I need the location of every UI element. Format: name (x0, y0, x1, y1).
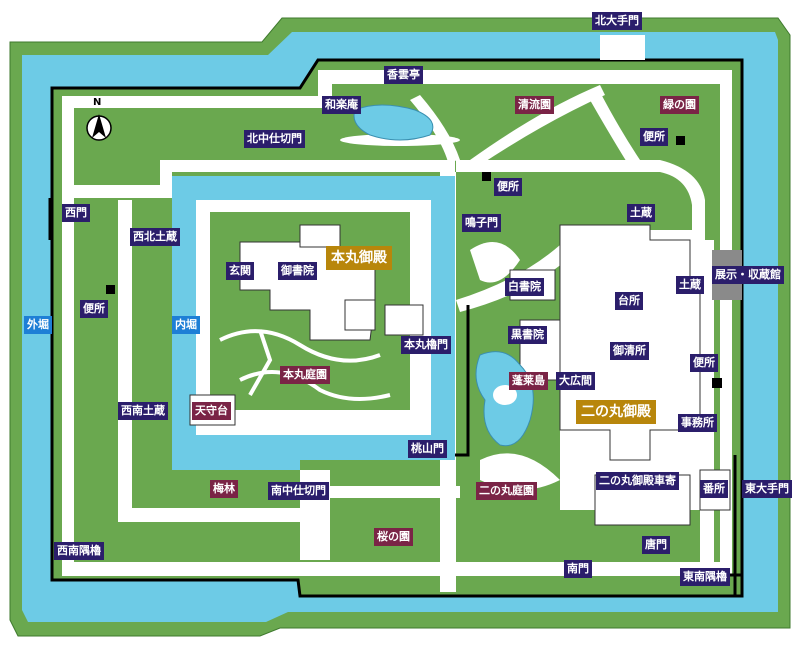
label-benjo-ne[interactable]: 便所 (640, 128, 668, 146)
label-hokusei-dozo[interactable]: 西北土蔵 (130, 228, 180, 246)
label-karamon[interactable]: 唐門 (642, 536, 670, 554)
label-higashi-otemon[interactable]: 東大手門 (742, 480, 792, 498)
label-benjo-n[interactable]: 便所 (494, 178, 522, 196)
label-baibayashi[interactable]: 梅林 (210, 480, 238, 498)
compass (86, 114, 112, 141)
north-indicator: N (93, 97, 102, 108)
walls (48, 198, 744, 596)
label-goshoin[interactable]: 御書院 (278, 262, 317, 280)
label-daidokoro[interactable]: 台所 (615, 292, 643, 310)
toilet-marker-ne (676, 136, 685, 145)
label-dozo-e2[interactable]: 土蔵 (676, 276, 704, 294)
label-momoyama-mon[interactable]: 桃山門 (408, 440, 447, 458)
koun-tei-pond (353, 104, 434, 141)
horai-island (493, 385, 517, 405)
label-genkan[interactable]: 玄関 (226, 262, 254, 280)
honmaru-yagura-gate-box (384, 304, 424, 336)
label-ninomaru-teien[interactable]: 二の丸庭園 (476, 482, 537, 500)
label-tenji-shuzokan[interactable]: 展示・収蔵館 (712, 266, 784, 284)
label-shiro-shoin[interactable]: 白書院 (505, 278, 544, 296)
label-honmaru-goten[interactable]: 本丸御殿 (326, 246, 392, 270)
label-meikomon[interactable]: 鳴子門 (462, 214, 501, 232)
label-nansei-sumi-yagura[interactable]: 西南隅櫓 (54, 542, 104, 560)
label-horai-jima[interactable]: 蓬莱島 (509, 372, 548, 390)
label-dozo-e[interactable]: 土蔵 (627, 204, 655, 222)
label-ninomaru-kuruma-yose[interactable]: 二の丸御殿車寄 (596, 472, 679, 490)
label-jimusho[interactable]: 事務所 (678, 414, 717, 432)
label-minami-mon[interactable]: 南門 (564, 560, 592, 578)
label-uchibori: 内堀 (172, 316, 200, 334)
label-kuro-shoin[interactable]: 黒書院 (508, 326, 547, 344)
label-benjo-e[interactable]: 便所 (690, 354, 718, 372)
toilet-marker-n (482, 172, 491, 181)
toilet-marker-w (106, 285, 115, 294)
label-benjo-w[interactable]: 便所 (80, 300, 108, 318)
label-sotobori: 外堀 (24, 316, 52, 334)
label-minami-naka-shikirimon[interactable]: 南中仕切門 (268, 482, 329, 500)
label-tonan-sumi-yagura[interactable]: 東南隅櫓 (680, 568, 730, 586)
label-tenshudai[interactable]: 天守台 (192, 402, 231, 420)
label-seiryu-en[interactable]: 清流園 (515, 96, 554, 114)
honmaru-garden-paths (219, 329, 391, 401)
label-kita-otemon[interactable]: 北大手門 (592, 12, 642, 30)
toilet-marker-e (712, 378, 722, 388)
label-honmaru-yagura-mon[interactable]: 本丸櫓門 (401, 336, 451, 354)
north-gate-bridge (600, 35, 645, 60)
label-kita-naka-shikirimon[interactable]: 北中仕切門 (244, 130, 305, 148)
label-ninomaru-goten[interactable]: 二の丸御殿 (576, 400, 656, 424)
label-banjo[interactable]: 番所 (700, 480, 728, 498)
label-koun-tei[interactable]: 香雲亭 (384, 66, 423, 84)
label-nishi-mon[interactable]: 西門 (62, 204, 90, 222)
label-waraku-an[interactable]: 和楽庵 (322, 96, 361, 114)
label-sakura-no-sono[interactable]: 桜の園 (374, 528, 413, 546)
label-nansei-dozo[interactable]: 西南土蔵 (118, 402, 168, 420)
label-ohiroma[interactable]: 大広間 (556, 372, 595, 390)
label-midori-no-sono[interactable]: 緑の園 (660, 96, 699, 114)
label-oseisho[interactable]: 御清所 (610, 342, 649, 360)
label-honmaru-teien[interactable]: 本丸庭園 (280, 366, 330, 384)
